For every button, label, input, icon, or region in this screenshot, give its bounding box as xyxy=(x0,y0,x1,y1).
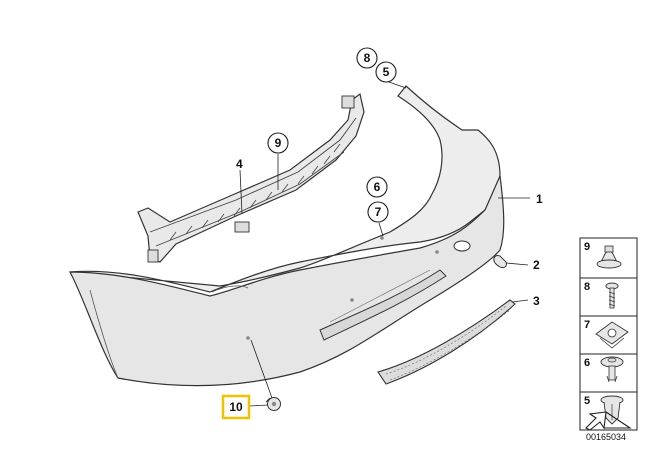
bumper-grille-insert[interactable] xyxy=(377,299,516,385)
arrow-graphic xyxy=(585,411,632,431)
reference-code: 00165034 xyxy=(586,432,626,442)
svg-text:9: 9 xyxy=(275,136,282,150)
callout-8-circle: 8 xyxy=(356,47,378,69)
svg-text:6: 6 xyxy=(584,357,590,369)
callout-1: 1 xyxy=(536,192,543,206)
callout-5-circle: 5 xyxy=(375,61,397,83)
svg-text:8: 8 xyxy=(584,281,590,293)
callout-2: 2 xyxy=(533,258,540,272)
svg-text:8: 8 xyxy=(364,51,371,65)
svg-text:2: 2 xyxy=(533,258,540,272)
svg-text:6: 6 xyxy=(374,180,381,194)
svg-text:3: 3 xyxy=(533,294,540,308)
leader-lines xyxy=(239,81,530,407)
svg-text:5: 5 xyxy=(383,65,390,79)
svg-text:7: 7 xyxy=(584,319,590,331)
clip-rivet-icon xyxy=(600,356,624,383)
callout-3: 3 xyxy=(533,294,540,308)
callout-10-highlighted[interactable]: 10 xyxy=(221,394,251,420)
fastener-legend: 9 8 7 6 5 xyxy=(579,237,638,431)
svg-text:4: 4 xyxy=(236,157,243,171)
bumper-cover[interactable] xyxy=(68,85,505,387)
svg-text:7: 7 xyxy=(375,205,382,219)
callout-6-circle: 6 xyxy=(366,176,388,198)
screw-icon xyxy=(605,282,619,309)
bumper-reinforcement-carrier[interactable] xyxy=(137,92,365,263)
svg-text:10: 10 xyxy=(229,400,243,414)
callout-4: 4 xyxy=(236,157,243,171)
svg-text:5: 5 xyxy=(584,395,590,407)
svg-text:9: 9 xyxy=(584,241,590,253)
callout-9-circle: 9 xyxy=(267,132,289,154)
svg-text:00165034: 00165034 xyxy=(586,432,626,442)
svg-text:1: 1 xyxy=(536,192,543,206)
expanding-nut-icon xyxy=(596,245,622,269)
bumper-clip-part[interactable] xyxy=(265,397,281,411)
callout-7-circle: 7 xyxy=(367,201,389,223)
spring-nut-icon xyxy=(595,321,629,349)
legend-cell-9[interactable] xyxy=(579,237,638,279)
bumper-plug-part[interactable] xyxy=(493,255,507,269)
